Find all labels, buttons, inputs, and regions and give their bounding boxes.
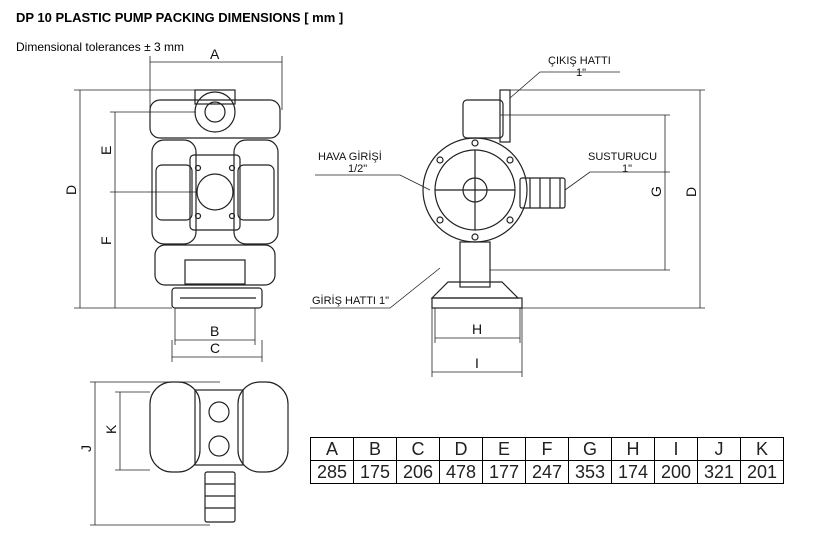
dim-header: K — [740, 437, 784, 461]
dim-header: F — [525, 437, 569, 461]
dim-header: B — [353, 437, 397, 461]
dim-value: 285 — [310, 460, 354, 484]
dim-value: 247 — [525, 460, 569, 484]
dim-header: C — [396, 437, 440, 461]
dim-label-f: F — [98, 236, 114, 245]
inlet-label: GİRİŞ HATTI 1" — [312, 294, 389, 307]
air-inlet-size-label: 1/2" — [348, 163, 367, 175]
dim-value: 201 — [740, 460, 784, 484]
silencer-size-label: 1" — [622, 163, 632, 175]
dim-label-g: G — [648, 186, 664, 197]
tolerance-note: Dimensional tolerances ± 3 mm — [16, 40, 184, 54]
page-title: DP 10 PLASTIC PUMP PACKING DIMENSIONS [ … — [16, 10, 344, 25]
dim-label-h: H — [472, 321, 482, 337]
outlet-name-label: ÇIKIŞ HATTI — [548, 55, 611, 67]
dim-label-d-side: D — [683, 187, 699, 197]
dim-label-b: B — [210, 323, 219, 339]
dim-value: 206 — [396, 460, 440, 484]
dim-label-a: A — [210, 46, 220, 62]
dim-value: 353 — [568, 460, 612, 484]
side-view — [422, 89, 566, 309]
dim-label-k: K — [103, 424, 119, 434]
front-view — [149, 89, 281, 309]
dim-label-i: I — [475, 355, 479, 371]
dim-header: H — [611, 437, 655, 461]
dim-header: D — [439, 437, 483, 461]
air-inlet-name-label: HAVA GİRİŞİ — [318, 150, 382, 163]
dimension-value-row: 285 175 206 478 177 247 353 174 200 321 … — [310, 460, 784, 484]
dim-label-c: C — [210, 340, 220, 356]
dimension-table: A B C D E F G H I J K 285 175 206 478 17… — [310, 437, 784, 484]
dim-label-j: J — [78, 445, 94, 452]
dim-label-d-front: D — [63, 185, 79, 195]
dim-value: 200 — [654, 460, 698, 484]
dim-header: G — [568, 437, 612, 461]
outlet-size-label: 1" — [576, 67, 586, 79]
top-view — [149, 381, 289, 523]
dim-value: 478 — [439, 460, 483, 484]
dim-value: 175 — [353, 460, 397, 484]
dim-value: 321 — [697, 460, 741, 484]
dim-value: 174 — [611, 460, 655, 484]
dim-value: 177 — [482, 460, 526, 484]
dim-header: E — [482, 437, 526, 461]
dim-header: A — [310, 437, 354, 461]
dimension-header-row: A B C D E F G H I J K — [310, 437, 784, 461]
dim-header: I — [654, 437, 698, 461]
silencer-name-label: SUSTURUCU — [588, 151, 657, 163]
dim-label-e: E — [98, 146, 114, 155]
dim-header: J — [697, 437, 741, 461]
